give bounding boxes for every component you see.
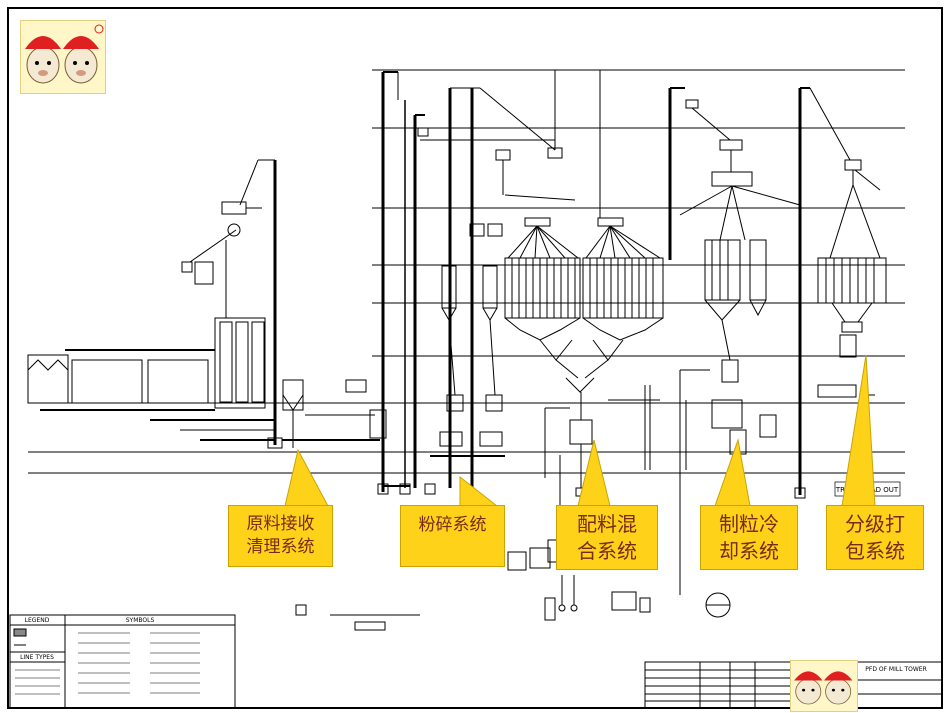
legend-box: LEGEND SYMBOLS LINE TYPES [9,614,236,709]
line-types-title: LINE TYPES [20,654,54,661]
callout-batching-mixing: 配料混 合系统 [556,505,658,570]
legend-title: LEGEND [25,617,50,624]
pointer-pack [841,354,876,507]
pointer-raw [284,448,329,507]
callout-pelleting-cooling: 制粒冷 却系统 [700,505,798,570]
title-block-title: PFD OF MILL TOWER [865,666,927,673]
drawing-frame [7,7,943,709]
callout-grading-packing: 分级打 包系统 [826,505,924,570]
pelleting-section [608,87,801,618]
batching-section [469,70,664,571]
packing-section [794,87,887,499]
brand-logo-bottom [790,660,858,712]
symbols-title: SYMBOLS [126,617,155,624]
callout-raw-receiving: 原料接收 清理系统 [228,505,333,567]
callout-grinding: 粉碎系统 [400,505,505,567]
pointer-grind [459,475,499,507]
raw-receiving-section [27,159,387,449]
callout-pointers [284,354,876,507]
brand-logo [20,20,106,94]
floor-lines [28,69,905,474]
grinding-section [377,71,556,495]
misc-equipment [295,575,578,631]
